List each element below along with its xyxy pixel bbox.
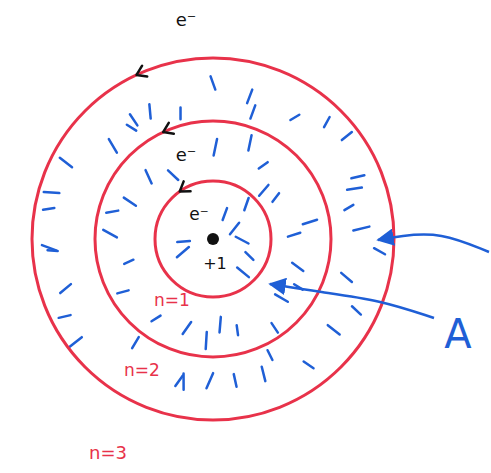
cloud-dash <box>60 284 71 293</box>
cloud-dash <box>60 158 72 167</box>
cloud-dash <box>342 132 352 140</box>
cloud-dash <box>127 125 136 131</box>
nucleus-dot <box>207 233 219 245</box>
cloud-dash <box>175 376 183 386</box>
direction-arrowhead <box>137 66 148 77</box>
cloud-dash <box>179 107 182 119</box>
cloud-dash <box>344 205 353 210</box>
cloud-dash <box>152 316 161 322</box>
cloud-dash <box>183 322 191 334</box>
cloud-dash <box>42 245 56 250</box>
cloud-dash <box>211 76 216 89</box>
cloud-dash <box>130 114 137 125</box>
electron-label: e⁻ <box>176 145 197 165</box>
cloud-dash <box>292 263 303 271</box>
orbit-circle <box>32 58 394 420</box>
cloud-dash <box>288 233 300 237</box>
cloud-dash <box>43 208 54 210</box>
probability-cloud <box>42 76 385 389</box>
cloud-dash <box>70 337 82 347</box>
cloud-dash <box>124 198 136 206</box>
orbit-circle <box>95 121 331 357</box>
cloud-dash <box>353 227 369 231</box>
cloud-dash <box>237 325 238 335</box>
cloud-dash <box>44 192 60 193</box>
cloud-dash <box>132 337 139 348</box>
cloud-dash <box>177 241 190 242</box>
cloud-dash <box>206 373 213 388</box>
cloud-dash <box>230 223 239 234</box>
cloud-dash <box>272 323 278 332</box>
shell-label: n=2 <box>124 361 160 380</box>
cloud-dash <box>237 267 249 277</box>
cloud-dash <box>248 135 251 150</box>
cloud-dash <box>117 290 128 293</box>
cloud-dash <box>259 185 268 196</box>
cloud-dash <box>59 315 71 318</box>
cloud-dash <box>304 362 314 369</box>
cloud-dash <box>177 247 189 257</box>
shell-label: n=3 <box>89 443 127 463</box>
cloud-dash <box>103 230 117 237</box>
cloud-dash <box>272 193 279 202</box>
cloud-dash <box>124 260 133 264</box>
cloud-dash <box>259 162 268 168</box>
cloud-dash <box>374 248 385 254</box>
electron-label: e⁻ <box>176 10 197 30</box>
cloud-dash <box>351 175 364 178</box>
direction-arrowhead <box>180 181 191 191</box>
cloud-dash <box>262 367 266 381</box>
shell-label: n=1 <box>154 291 190 310</box>
cloud-dash <box>303 220 317 224</box>
cloud-dash <box>250 105 255 118</box>
cloud-dash <box>236 237 249 244</box>
region-label: A <box>444 312 471 356</box>
cloud-dash <box>206 332 207 349</box>
cloud-dash <box>149 104 150 118</box>
cloud-dash <box>247 90 252 104</box>
direction-arrowhead <box>163 123 174 134</box>
cloud-dash <box>275 294 288 301</box>
cloud-dash <box>146 170 152 183</box>
cloud-dash <box>245 252 253 260</box>
cloud-dash <box>352 306 361 314</box>
cloud-dash <box>214 139 217 155</box>
nucleus-charge: +1 <box>203 255 227 273</box>
cloud-dash <box>244 198 248 210</box>
cloud-dash <box>290 115 299 120</box>
cloud-dash <box>234 374 237 387</box>
cloud-dash <box>328 325 340 334</box>
cloud-dash <box>268 350 273 360</box>
orbit-circle <box>155 181 271 297</box>
cloud-dash <box>109 139 117 153</box>
cloud-dash <box>220 317 221 333</box>
cloud-dash <box>223 208 227 220</box>
pointer-arrow <box>270 284 434 318</box>
cloud-dash <box>168 170 178 180</box>
cloud-dash <box>347 188 362 190</box>
cloud-dash <box>341 273 352 282</box>
pointer-arrow <box>378 234 489 252</box>
cloud-dash <box>324 117 330 127</box>
electron-label: e⁻ <box>189 205 208 224</box>
cloud-dash <box>106 211 118 213</box>
